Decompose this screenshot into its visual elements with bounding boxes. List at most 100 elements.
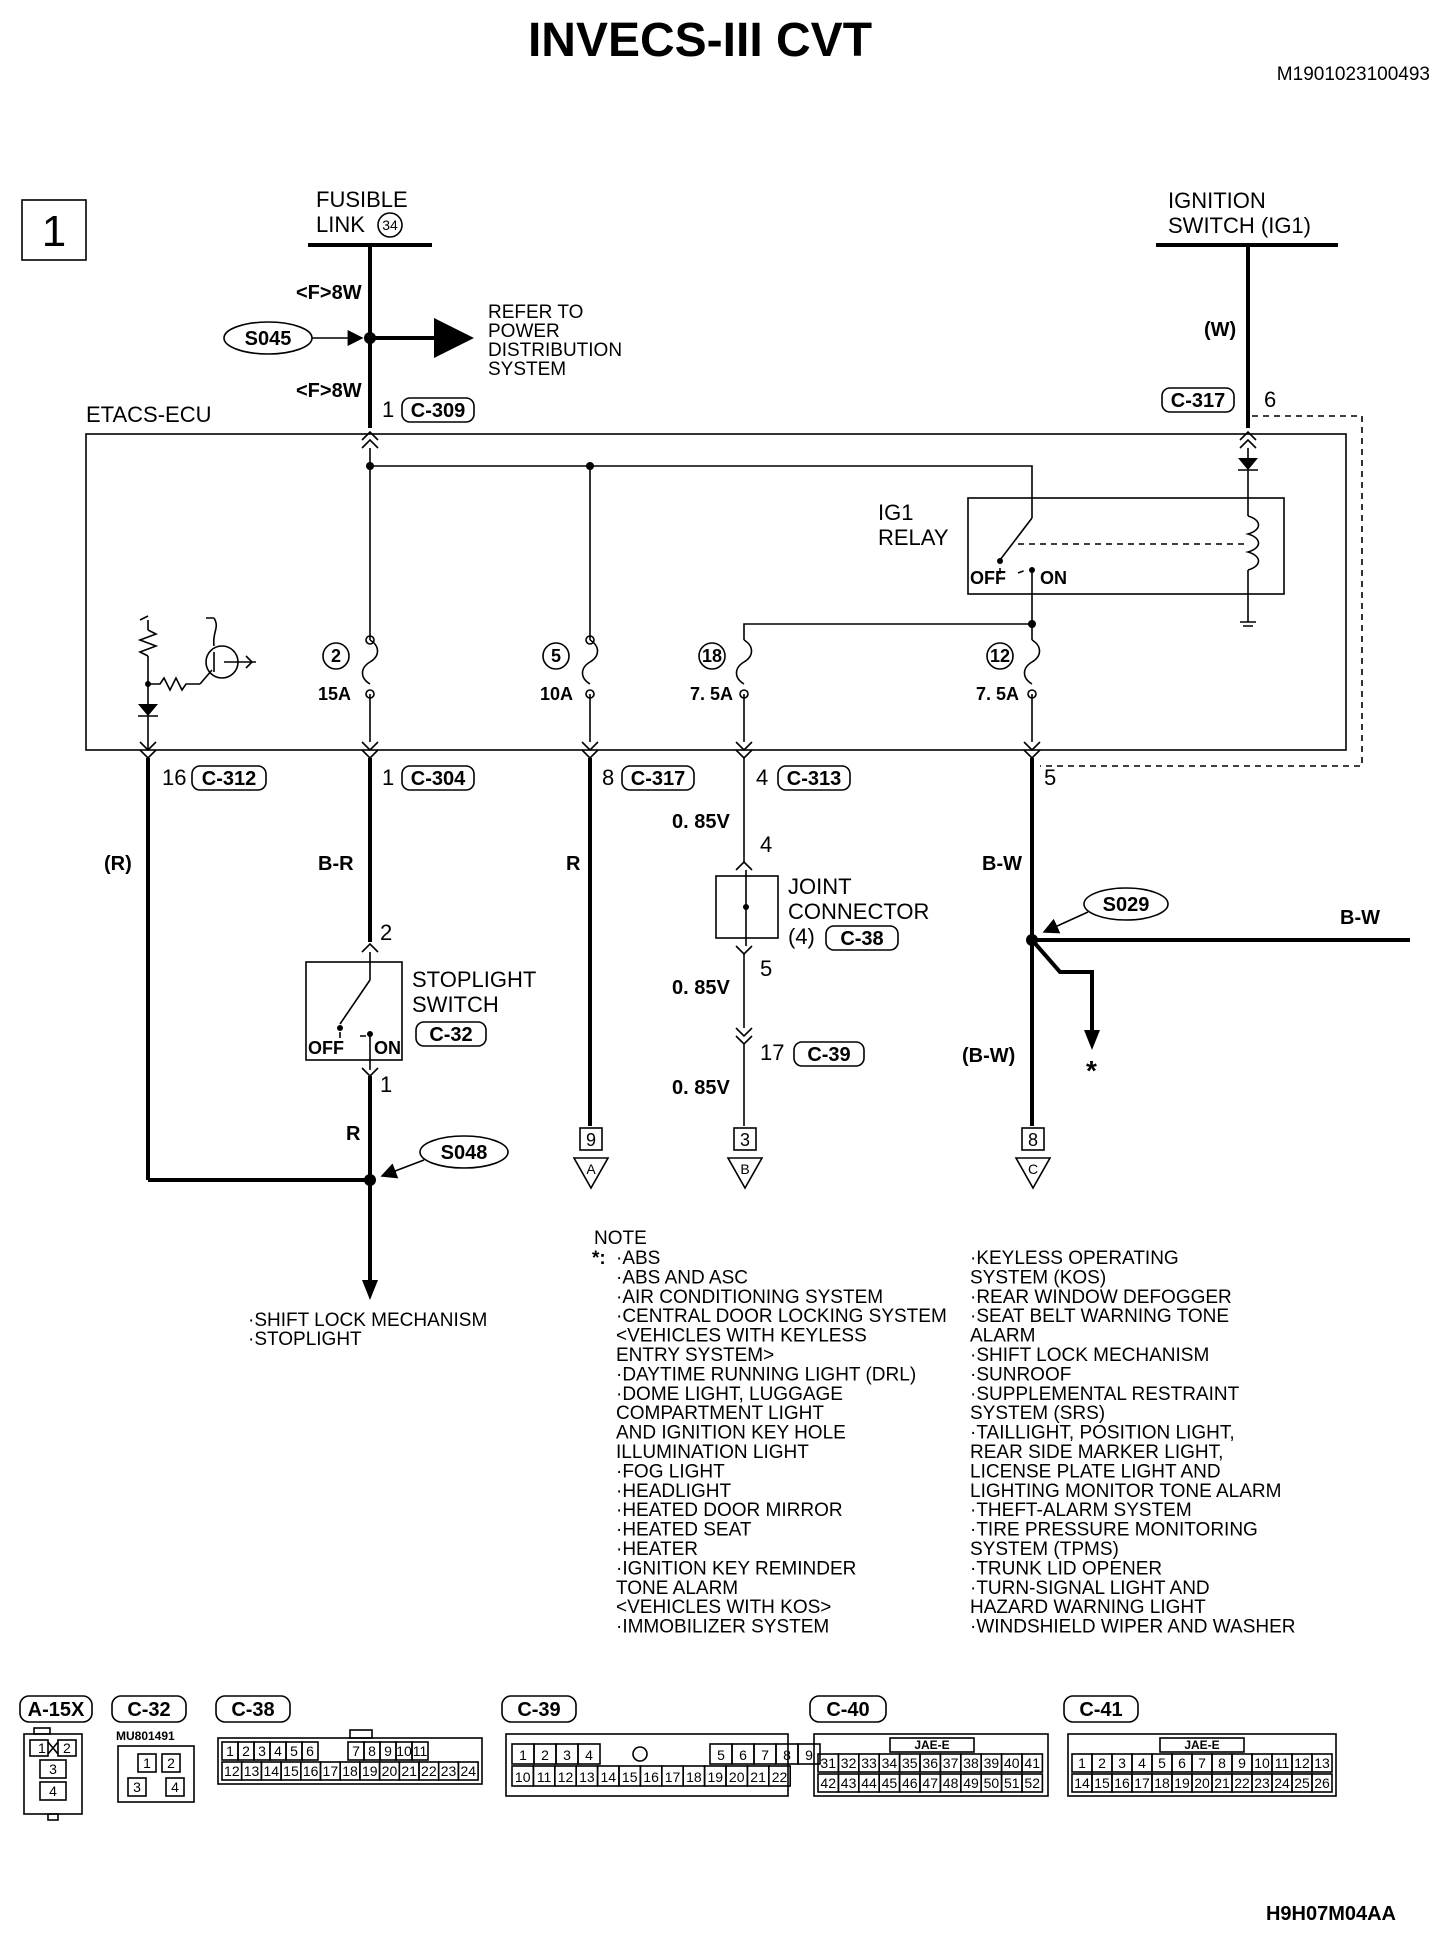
connector-pin: 39 — [984, 1755, 1000, 1771]
note-item: ·HEATED SEAT — [616, 1520, 752, 1541]
note-item: ·TURN-SIGNAL LIGHT AND — [970, 1578, 1210, 1599]
note-column-1: ·ABS·ABS AND ASC·AIR CONDITIONING SYSTEM… — [616, 1248, 947, 1638]
a15x-pin1: 1 — [38, 1740, 46, 1756]
connector-pin: 42 — [820, 1775, 836, 1791]
fuse-2-num: 2 — [331, 646, 341, 666]
connector-pin: 19 — [1174, 1775, 1190, 1791]
wire-f8w-top: <F>8W — [296, 282, 362, 304]
note-item: ·HEATER — [616, 1539, 698, 1560]
connector-pin: 50 — [984, 1775, 1000, 1791]
connector-pin: 12 — [558, 1769, 574, 1785]
stop-name: C-32 — [429, 1024, 472, 1046]
connector-pin: 48 — [943, 1775, 959, 1791]
splice-s029: S029 — [1103, 894, 1150, 916]
connector-pin: 4 — [1138, 1755, 1146, 1771]
note-item: ·AIR CONDITIONING SYSTEM — [616, 1287, 883, 1308]
wire-b-w-paren: (B-W) — [962, 1045, 1015, 1067]
c309-pin: 1 — [382, 397, 394, 422]
connector-pin: 19 — [362, 1763, 378, 1779]
asterisk: * — [1086, 1055, 1097, 1086]
connector-pin-cell — [1311, 1753, 1333, 1773]
connector-pin: 24 — [460, 1763, 476, 1779]
connector-pin-cell — [457, 1761, 479, 1781]
note-item: ·KEYLESS OPERATING — [970, 1248, 1179, 1269]
connector-pin: 23 — [441, 1763, 457, 1779]
c41-tag: JAE-E — [1184, 1738, 1219, 1752]
joint-line3: (4) — [788, 924, 815, 949]
connector-pin: 7 — [761, 1747, 769, 1763]
refer-line-2: POWER — [488, 321, 560, 342]
terminal-c-num: 8 — [1028, 1130, 1038, 1150]
c41-view-name: C-41 — [1079, 1699, 1122, 1721]
connector-pin: 40 — [1004, 1755, 1020, 1771]
joint-line1: JOINT — [788, 874, 852, 899]
note-star: *: — [592, 1248, 606, 1269]
connector-pin: 11 — [1275, 1755, 1290, 1771]
c39-view-name: C-39 — [517, 1699, 560, 1721]
c309-name: C-309 — [411, 400, 465, 422]
connector-pin: 46 — [902, 1775, 918, 1791]
relay-off: OFF — [970, 568, 1006, 588]
note-item: ENTRY SYSTEM> — [616, 1345, 774, 1366]
note-item: ·CENTRAL DOOR LOCKING SYSTEM — [616, 1306, 947, 1327]
ignition-switch-label: IGNITION SWITCH (IG1) — [1156, 188, 1338, 247]
note-item: ·IMMOBILIZER SYSTEM — [616, 1617, 829, 1638]
note-item: ·SUNROOF — [970, 1364, 1071, 1385]
joint-line2: CONNECTOR — [788, 899, 929, 924]
connector-pin: 17 — [323, 1763, 339, 1779]
connector-pin: 11 — [413, 1743, 428, 1759]
fuse-18-num: 18 — [702, 646, 722, 666]
note-item: LIGHTING MONITOR TONE ALARM — [970, 1481, 1281, 1502]
splice-s048: S048 — [441, 1142, 488, 1164]
connector-pin: 20 — [1194, 1775, 1210, 1791]
connector-pin: 44 — [861, 1775, 877, 1791]
connector-pin: 22 — [1234, 1775, 1250, 1791]
c313-name: C-313 — [787, 768, 841, 790]
refer-line-4: SYSTEM — [488, 359, 566, 380]
relay-on: ON — [1040, 568, 1067, 588]
c40-tag: JAE-E — [914, 1738, 949, 1752]
connector-pin: 13 — [244, 1763, 260, 1779]
fusible-link-label: FUSIBLE LINK 34 — [308, 187, 432, 247]
connector-pin: 45 — [882, 1775, 898, 1791]
fuse-2-rating: 15A — [318, 684, 351, 704]
note-item: SYSTEM (SRS) — [970, 1403, 1105, 1424]
c5-pin: 5 — [1044, 765, 1056, 790]
refer-to-label: REFER TO POWER DISTRIBUTION SYSTEM — [488, 302, 622, 380]
connector-pin: 33 — [861, 1755, 877, 1771]
v085-2: 0. 85V — [672, 977, 730, 999]
connector-pin: 8 — [1218, 1755, 1226, 1771]
note-item: ·THEFT-ALARM SYSTEM — [970, 1500, 1192, 1521]
connector-pin: 15 — [622, 1769, 638, 1785]
note-item: ·TRUNK LID OPENER — [970, 1558, 1162, 1579]
note-item: ·IGNITION KEY REMINDER — [616, 1558, 856, 1579]
connector-pin-cell — [1021, 1773, 1044, 1793]
wire-b-r: B-R — [318, 853, 354, 875]
wire-r-stop: R — [346, 1123, 361, 1145]
c32-pin4: 4 — [171, 1779, 179, 1795]
note-item: <VEHICLES WITH KEYLESS — [616, 1326, 867, 1347]
connector-pin: 36 — [922, 1755, 938, 1771]
connector-pin: 26 — [1314, 1775, 1330, 1791]
connector-pin: 15 — [1094, 1775, 1110, 1791]
connector-pin: 16 — [643, 1769, 659, 1785]
connector-pin: 38 — [963, 1755, 979, 1771]
connector-pin: 18 — [686, 1769, 702, 1785]
connector-pin: 5 — [717, 1747, 725, 1763]
wire-f8w-bottom: <F>8W — [296, 380, 362, 402]
wire-r-mid: R — [566, 853, 581, 875]
connector-pin: 20 — [382, 1763, 398, 1779]
fuse-12-num: 12 — [990, 646, 1010, 666]
connector-pin: 31 — [820, 1755, 836, 1771]
a15x-pin2: 2 — [63, 1740, 71, 1756]
ignition-line1: IGNITION — [1168, 188, 1266, 213]
connector-pin: 47 — [922, 1775, 938, 1791]
fuse-5-rating: 10A — [540, 684, 573, 704]
ecu-label: ETACS-ECU — [86, 402, 212, 427]
note-heading: NOTE — [594, 1228, 647, 1249]
connector-pin: 9 — [1238, 1755, 1246, 1771]
